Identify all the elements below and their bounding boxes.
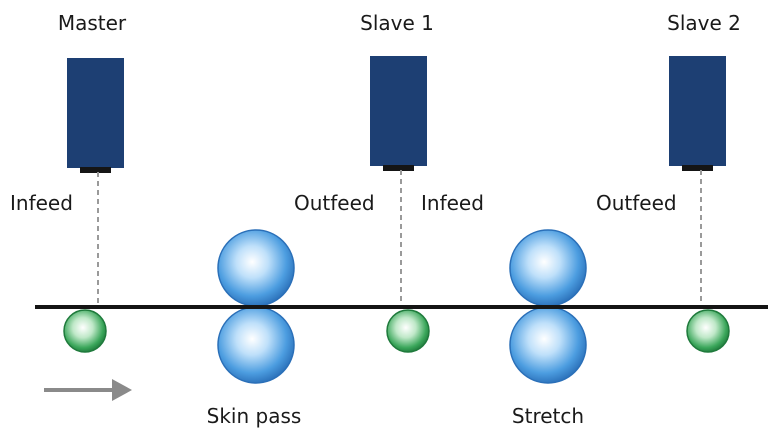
direction-arrow-icon <box>44 379 132 401</box>
station-label-infeed: Infeed <box>10 191 73 215</box>
roll-label-stretch: Stretch <box>512 404 584 428</box>
station-label-infeed: Infeed <box>421 191 484 215</box>
device-label-slave-2: Slave 2 <box>667 11 741 35</box>
encoder-device-icon <box>370 56 427 171</box>
measuring-roll-icon <box>386 309 430 353</box>
device-label-slave-1: Slave 1 <box>360 11 434 35</box>
device-label-master: Master <box>58 11 127 35</box>
work-roll-icon <box>217 229 295 384</box>
encoder-device-icon <box>67 58 124 173</box>
station-label-outfeed: Outfeed <box>294 191 375 215</box>
measuring-roll-icon <box>63 309 107 353</box>
roll-label-skin-pass: Skin pass <box>207 404 302 428</box>
encoder-device-icon <box>669 56 726 171</box>
station-label-outfeed: Outfeed <box>596 191 677 215</box>
measuring-roll-icon <box>686 309 730 353</box>
